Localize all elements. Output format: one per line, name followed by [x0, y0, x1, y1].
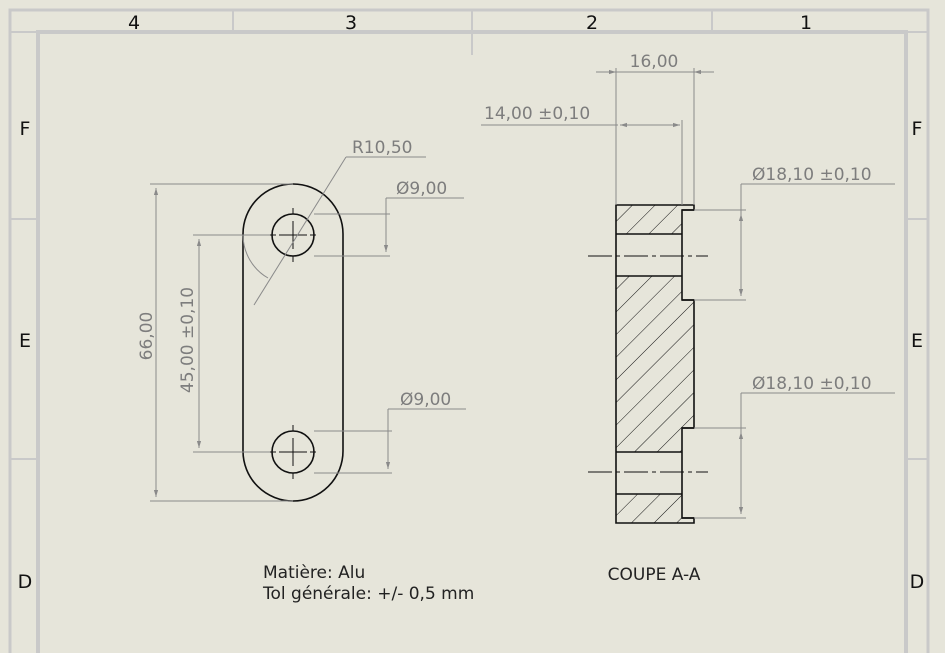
- zone-column-labels: 4 3 2 1: [128, 12, 812, 34]
- section-view: 16,00 14,00 ±0,10 Ø18,10 ±0,10 Ø18,10 ±0…: [481, 52, 895, 585]
- dim-counterbore-bottom: Ø18,10 ±0,10: [694, 374, 895, 519]
- zone-col-3: 3: [345, 12, 357, 34]
- dim-end-radius: R10,50: [242, 138, 426, 306]
- dim-counterbore-bottom-text: Ø18,10 ±0,10: [752, 374, 872, 394]
- zone-col-4: 4: [128, 12, 140, 34]
- zone-row-right-f: F: [912, 118, 923, 140]
- notes: Matière: Alu Tol générale: +/- 0,5 mm: [262, 563, 474, 604]
- dim-hole-spacing: 45,00 ±0,10: [178, 234, 270, 453]
- dim-hole-spacing-text: 45,00 ±0,10: [178, 287, 198, 393]
- center-mark-top: [270, 208, 316, 262]
- material-note: Matière: Alu: [263, 563, 365, 583]
- zone-row-right-d: D: [910, 571, 925, 593]
- dim-counterbore-top: Ø18,10 ±0,10: [694, 165, 895, 301]
- section-centerlines: [588, 255, 708, 473]
- dim-total-thickness: 16,00: [596, 52, 714, 205]
- zone-col-1: 1: [800, 12, 812, 34]
- dim-counterbore-depth: 14,00 ±0,10: [481, 104, 683, 205]
- front-view: 66,00 45,00 ±0,10 R10,50 Ø9,00: [137, 138, 466, 502]
- zone-row-left-f: F: [20, 118, 31, 140]
- zone-row-labels: F E D F E D: [18, 118, 925, 593]
- sheet-border: [8, 8, 930, 653]
- dim-overall-height: 66,00: [137, 183, 293, 502]
- dim-hole-top-text: Ø9,00: [396, 179, 447, 199]
- center-mark-bottom: [270, 425, 316, 479]
- dim-hole-bottom-text: Ø9,00: [400, 390, 451, 410]
- tolerance-note: Tol générale: +/- 0,5 mm: [262, 584, 474, 604]
- zone-row-right-e: E: [911, 330, 923, 352]
- zone-row-left-d: D: [18, 571, 33, 593]
- section-hatch: [616, 205, 694, 523]
- dim-total-thickness-text: 16,00: [630, 52, 679, 72]
- dim-counterbore-depth-text: 14,00 ±0,10: [484, 104, 590, 124]
- dim-end-radius-text: R10,50: [352, 138, 412, 158]
- zone-row-left-e: E: [19, 330, 31, 352]
- dim-counterbore-top-text: Ø18,10 ±0,10: [752, 165, 872, 185]
- dim-hole-top-diameter: Ø9,00: [314, 179, 464, 257]
- dim-hole-bottom-diameter: Ø9,00: [314, 390, 466, 474]
- dim-overall-height-text: 66,00: [137, 312, 157, 361]
- section-title: COUPE A-A: [608, 565, 701, 585]
- zone-col-2: 2: [586, 12, 598, 34]
